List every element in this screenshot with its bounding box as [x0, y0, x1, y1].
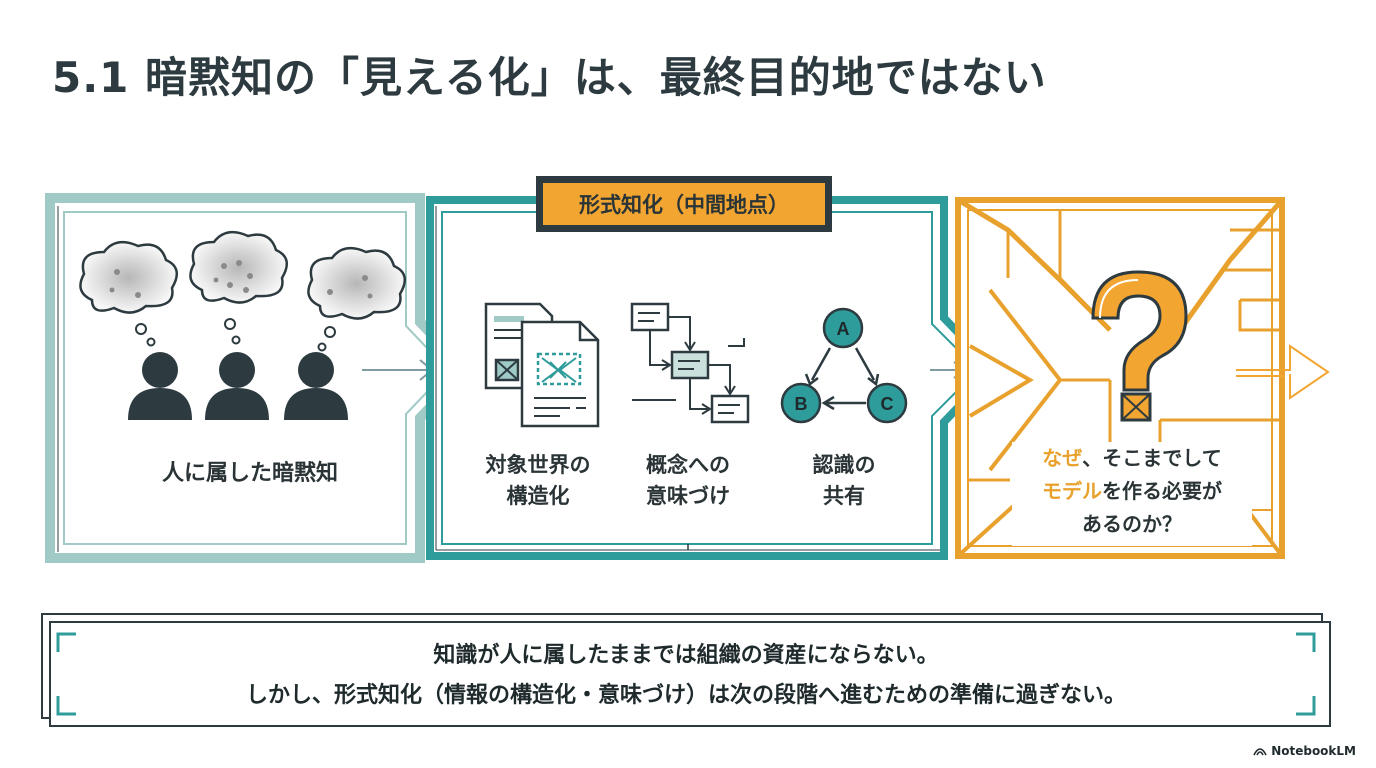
question-text: なぜ、そこまでして モデルを作る必要が あるのか？ [1012, 442, 1252, 546]
summary-box [41, 613, 1331, 727]
phase1-label: 人に属した暗黙知 [161, 461, 338, 486]
step-label-sharing: 認識の 共有 [812, 453, 876, 508]
person-icon [284, 352, 348, 420]
node-a-label: A [837, 319, 850, 339]
step-label-structuring: 対象世界の 構造化 [485, 453, 591, 508]
brand-name: NotebookLM [1271, 744, 1356, 758]
step-label-meaning: 概念への 意味づけ [646, 453, 730, 508]
summary-text: 知識が人に属したままでは組織の資産にならない。 しかし、形式知化（情報の構造化・… [86, 636, 1286, 716]
thought-cloud-icon [307, 246, 407, 352]
person-icon [128, 352, 192, 420]
node-b [780, 382, 822, 424]
question-text-part: あるのか？ [1082, 512, 1182, 536]
summary-line-2: しかし、形式知化（情報の構造化・意味づけ）は次の段階へ進むための準備に過ぎない。 [245, 683, 1126, 708]
question-text-part: を作る必要が [1102, 479, 1222, 503]
node-a [822, 307, 864, 349]
question-mark-icon [1091, 270, 1188, 422]
summary-line-1: 知識が人に属したままでは組織の資産にならない。 [433, 643, 939, 668]
sharing-cycle-icon: A B C [780, 307, 908, 424]
phase2-badge: 形式知化（中間地点） [579, 193, 789, 217]
brand-watermark: NotebookLM [1253, 744, 1356, 758]
thought-cloud-icon [79, 240, 179, 347]
thought-cloud-icon [189, 230, 289, 345]
node-c [866, 382, 908, 424]
person-icon [205, 352, 269, 420]
node-c-label: C [881, 394, 894, 414]
node-b-label: B [795, 394, 808, 414]
question-text-part: 、そこまでして [1082, 446, 1222, 470]
flowchart-icon [630, 302, 750, 424]
page-title: 5.1 暗黙知の「見える化」は、最終目的地ではない [52, 53, 1047, 102]
question-highlight: なぜ [1042, 446, 1083, 470]
notebooklm-logo-icon [1253, 748, 1267, 756]
document-icon [484, 302, 600, 428]
question-highlight: モデル [1042, 479, 1102, 503]
arrow-right-icon [1236, 344, 1330, 400]
